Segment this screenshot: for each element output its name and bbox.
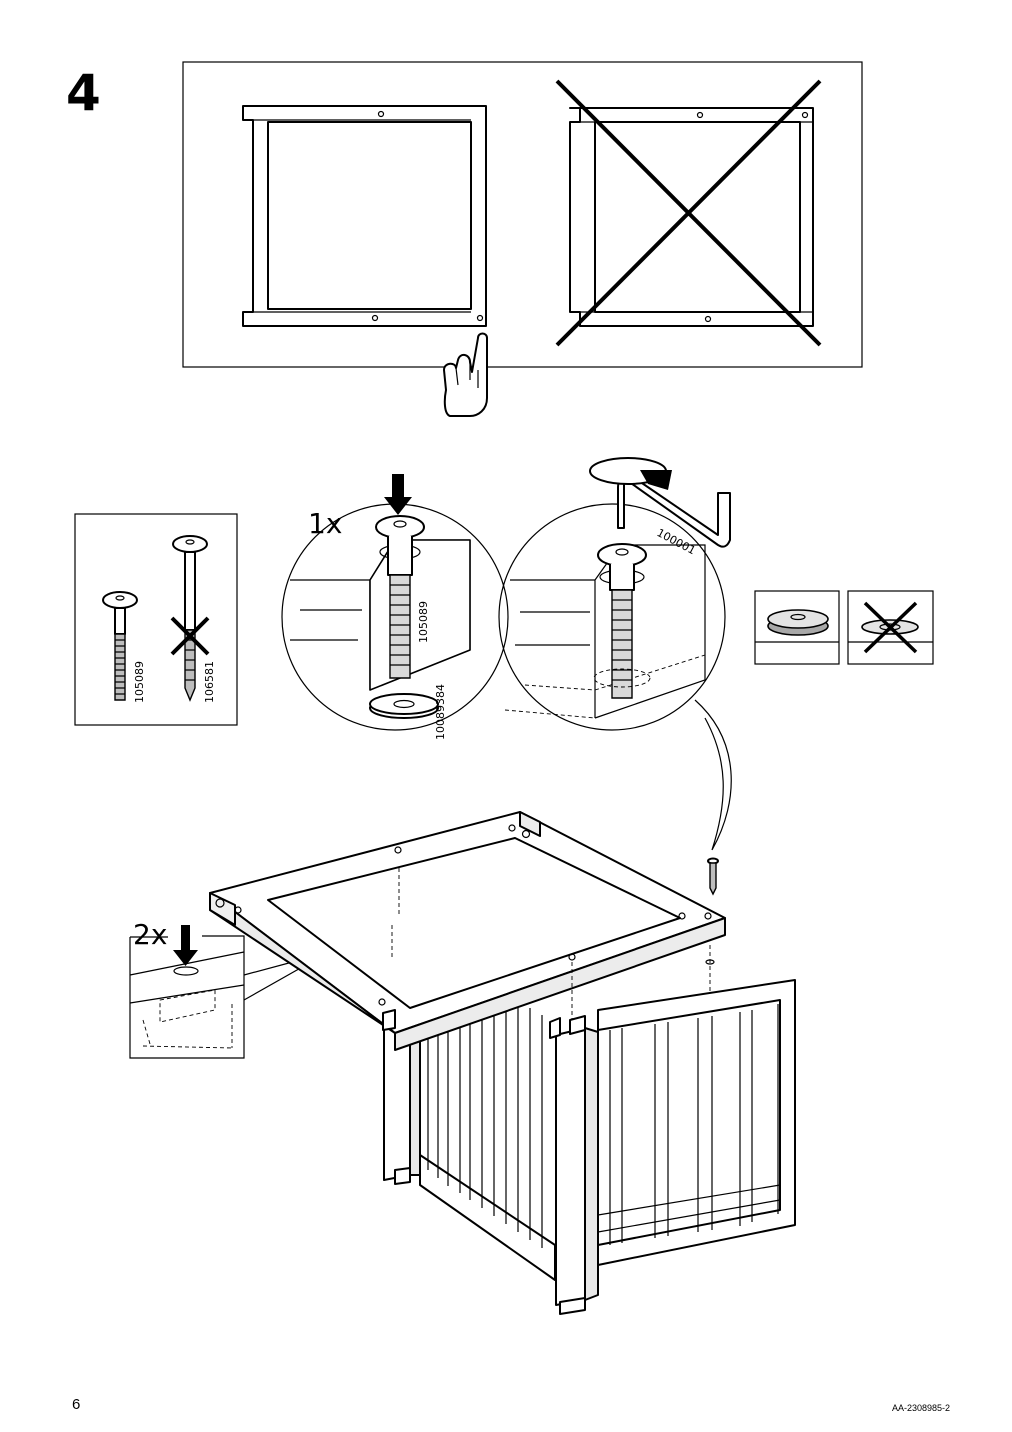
bolt-part-number: 105089 xyxy=(133,661,146,703)
wood-screw-part-number: 106581 xyxy=(203,661,216,703)
rotation-arrow-icon xyxy=(589,457,672,490)
correct-frame-orientation xyxy=(242,105,487,327)
front-leg-post xyxy=(549,1015,599,1315)
wrong-frame-orientation xyxy=(569,107,814,327)
allen-key-part-number: 100001 xyxy=(655,526,698,557)
wood-screw-icon xyxy=(172,535,208,702)
washer-part-number: 10089384 xyxy=(434,684,447,740)
cross-out-icon xyxy=(170,616,210,656)
screw-icon xyxy=(705,857,719,965)
hole-quantity-label: 2x xyxy=(133,918,167,951)
front-slat-panel xyxy=(597,945,796,1266)
bolt-detail-part-number: 105089 xyxy=(417,601,430,643)
cross-out-icon xyxy=(555,79,822,347)
page-number: 6 xyxy=(72,1396,81,1413)
top-frame xyxy=(209,811,726,1051)
step-number: 4 xyxy=(66,64,101,122)
pointing-hand-icon xyxy=(443,332,488,417)
screw-comparison-box xyxy=(74,513,238,726)
glide-correct-panel xyxy=(754,590,840,665)
tighten-bolt-detail xyxy=(498,457,732,851)
bolt-quantity-label: 1x xyxy=(308,507,342,540)
bolt-icon xyxy=(102,591,138,701)
bolt-insert-detail xyxy=(281,474,509,731)
main-assembly xyxy=(209,811,796,1315)
document-code: AA-2308985-2 xyxy=(891,1403,950,1413)
orientation-panel xyxy=(182,61,863,417)
glide-wrong-panel xyxy=(847,590,934,665)
